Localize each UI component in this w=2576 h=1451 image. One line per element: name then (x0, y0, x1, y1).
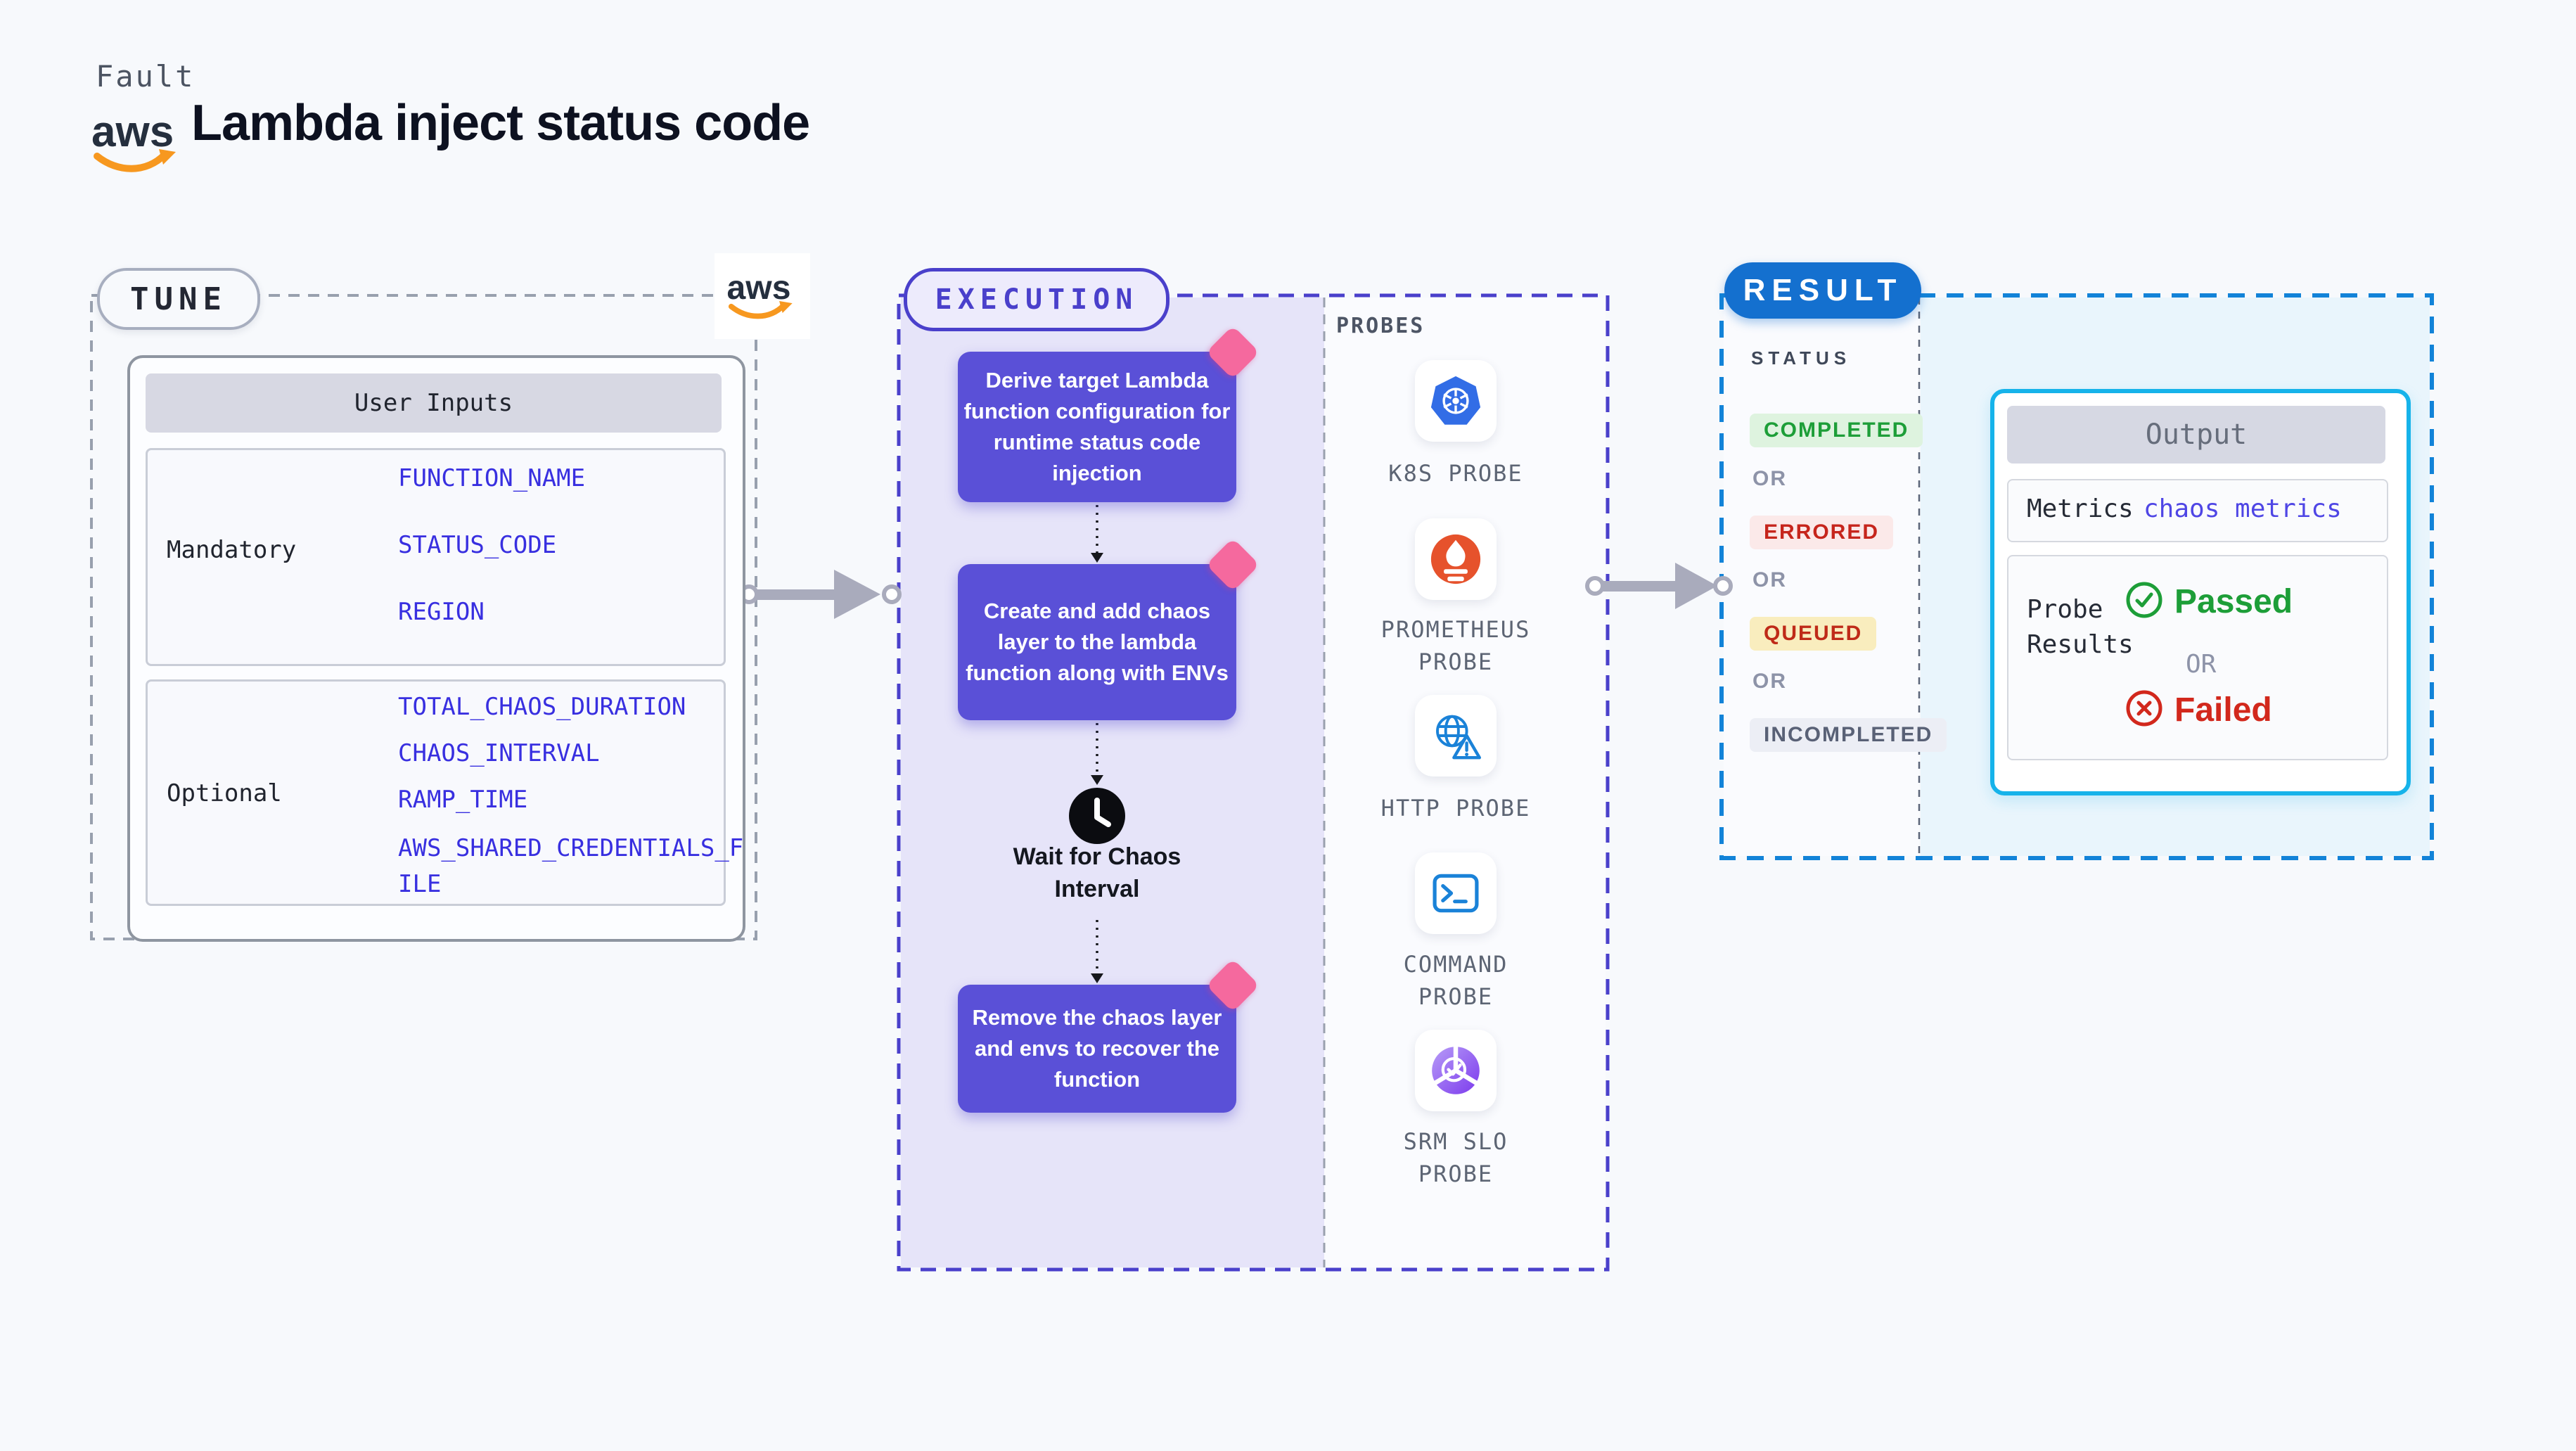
or-label: OR (2186, 650, 2217, 679)
failed-label: Failed (2174, 691, 2272, 729)
step-remove-chaos-layer-text: Remove the chaos layer and envs to recov… (972, 1004, 1222, 1092)
status-title: STATUS (1751, 347, 1852, 369)
fault-eyebrow: Fault (96, 59, 196, 94)
step-add-chaos-layer: Create and add chaos layer to the lambda… (958, 564, 1236, 720)
svg-text:aws: aws (727, 269, 791, 307)
tune-badge-label: TUNE (130, 281, 227, 317)
step-remove-chaos-layer: Remove the chaos layer and envs to recov… (958, 985, 1236, 1113)
http-probe-card (1415, 695, 1497, 776)
status-badge-completed: COMPLETED (1750, 414, 1923, 447)
prometheus-probe-label: PROMETHEUS PROBE (1380, 616, 1531, 676)
http-globe-warning-icon (1436, 715, 1482, 760)
mandatory-label: Mandatory (167, 536, 297, 564)
clock-icon (1068, 786, 1127, 849)
svg-text:aws: aws (91, 108, 174, 156)
k8s-probe-card (1415, 360, 1497, 442)
or-label: OR (1752, 670, 1787, 693)
param-ramp-time: RAMP_TIME (398, 786, 528, 814)
or-label: OR (1752, 568, 1787, 592)
command-probe-card (1415, 852, 1497, 934)
step-add-chaos-layer-text: Create and add chaos layer to the lambda… (966, 598, 1229, 685)
prometheus-probe-card (1415, 518, 1497, 600)
step-derive-config: Derive target Lambda function configurat… (958, 352, 1236, 502)
or-label: OR (1752, 467, 1787, 490)
check-circle-icon (2125, 581, 2163, 622)
aws-logo: aws (90, 104, 184, 185)
param-aws-shared-credentials-file: AWS_SHARED_CREDENTIALS_FILE (398, 834, 744, 898)
status-badge-queued: QUEUED (1750, 617, 1877, 651)
command-probe-label: COMMAND PROBE (1403, 951, 1508, 1011)
user-inputs-header: User Inputs (146, 373, 722, 433)
wait-for-chaos-interval-label: Wait for Chaos Interval (1013, 843, 1181, 902)
step-derive-config-text: Derive target Lambda function configurat… (963, 367, 1231, 486)
param-region: REGION (398, 598, 485, 626)
param-chaos-interval: CHAOS_INTERVAL (398, 739, 600, 767)
prometheus-flame-icon (1430, 534, 1481, 584)
slo-donut-check-icon (1432, 1045, 1480, 1094)
optional-label: Optional (167, 779, 282, 807)
param-function-name: FUNCTION_NAME (398, 464, 586, 492)
arrow-execution-to-result (1585, 563, 1733, 609)
result-badge-label: RESULT (1743, 273, 1903, 307)
aws-logo-small-box: aws (715, 253, 810, 339)
param-total-chaos-duration: TOTAL_CHAOS_DURATION (398, 693, 686, 721)
execution-badge-label: EXECUTION (935, 283, 1139, 316)
status-badge-incompleted: INCOMPLETED (1750, 718, 1947, 752)
output-header: Output (2007, 406, 2385, 464)
probes-title: PROBES (1336, 314, 1425, 338)
status-badge-errored: ERRORED (1750, 516, 1894, 549)
page-title: Lambda inject status code (191, 95, 810, 151)
x-circle-icon (2125, 689, 2163, 731)
metrics-label: Metrics (2027, 494, 2134, 523)
param-status-code: STATUS_CODE (398, 531, 557, 559)
k8s-probe-label: K8S PROBE (1388, 460, 1523, 487)
tune-badge: TUNE (97, 268, 260, 330)
execution-badge: EXECUTION (904, 268, 1170, 331)
http-probe-label: HTTP PROBE (1380, 795, 1531, 822)
kubernetes-icon (1430, 376, 1481, 425)
probes-fill (1324, 298, 1606, 1267)
aws-icon: aws (727, 269, 793, 319)
srm-slo-probe-label: SRM SLO PROBE (1403, 1128, 1508, 1188)
terminal-icon (1433, 874, 1479, 913)
result-badge: RESULT (1724, 262, 1921, 319)
metrics-value: chaos metrics (2144, 494, 2342, 523)
srm-slo-probe-card (1415, 1030, 1497, 1111)
arrow-tune-to-execution (739, 570, 902, 619)
passed-label: Passed (2174, 583, 2293, 620)
